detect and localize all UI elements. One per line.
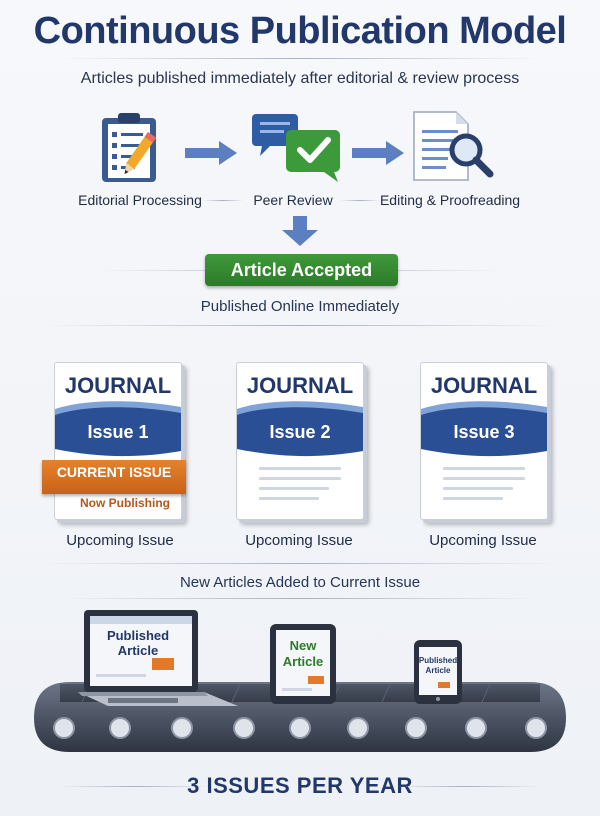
- phone-line-1: Published: [418, 656, 458, 665]
- tablet-line-2: Article: [282, 654, 324, 669]
- new-articles-caption: New Articles Added to Current Issue: [179, 574, 421, 591]
- section-divider: [40, 563, 560, 564]
- clipboard-pencil-icon: [102, 113, 157, 182]
- journal-title: JOURNAL: [430, 373, 538, 398]
- current-issue-banner: CURRENT ISSUE: [42, 460, 186, 494]
- page-subtitle: Articles published immediately after edi…: [80, 70, 520, 87]
- issue-label: Issue 3: [453, 422, 515, 442]
- now-publishing-label: Now Publishing: [80, 496, 170, 510]
- journal-title: JOURNAL: [64, 373, 172, 398]
- step-editing-proofreading: Editing & Proofreading: [379, 192, 521, 208]
- step-connector: [340, 200, 380, 201]
- step-peer-review: Peer Review: [253, 192, 333, 208]
- laptop-icon: [78, 610, 238, 706]
- tablet-screen-text: New Article: [276, 638, 330, 670]
- issue-2-caption: Upcoming Issue: [245, 532, 353, 549]
- laptop-line-1: Published: [106, 628, 170, 643]
- step-editorial-processing: Editorial Processing: [78, 192, 202, 208]
- journal-cover-wave: [237, 401, 363, 457]
- phone-line-2: Article: [425, 666, 451, 675]
- laptop-screen-text: Published Article: [96, 628, 180, 658]
- section-divider: [60, 598, 540, 599]
- journal-issue-3: JOURNAL Issue 3: [420, 362, 548, 520]
- arrow-right-icon: [352, 141, 404, 165]
- title-divider: [60, 58, 540, 59]
- tablet-icon: [270, 624, 336, 704]
- issue-3-caption: Upcoming Issue: [429, 532, 537, 549]
- issue-1-caption: Upcoming Issue: [66, 532, 174, 549]
- journal-issue-2: JOURNAL Issue 2: [236, 362, 364, 520]
- journal-title: JOURNAL: [246, 373, 354, 398]
- journal-cover-wave: [55, 401, 181, 457]
- current-issue-text: CURRENT ISSUE: [56, 464, 172, 480]
- footer-rule-left: [60, 786, 210, 787]
- chat-check-icon: [252, 114, 340, 182]
- phone-screen-text: Published Article: [418, 656, 458, 676]
- article-accepted-badge: Article Accepted: [205, 254, 398, 286]
- footer-rule-right: [390, 786, 540, 787]
- laptop-line-2: Article: [117, 643, 159, 658]
- issue-label: Issue 1: [87, 422, 149, 442]
- arrow-right-icon: [185, 141, 237, 165]
- footer-label: 3 ISSUES PER YEAR: [187, 773, 413, 798]
- issue-label: Issue 2: [269, 422, 331, 442]
- phone-icon: [414, 640, 462, 704]
- tablet-line-1: New: [289, 638, 317, 653]
- arrow-down-icon: [282, 216, 318, 246]
- journal-cover-wave: [421, 401, 547, 457]
- section-divider: [40, 325, 560, 326]
- document-magnifier-icon: [413, 111, 494, 181]
- page-title: Continuous Publication Model: [33, 10, 567, 52]
- published-online-label: Published Online Immediately: [200, 298, 400, 315]
- step-connector: [203, 200, 243, 201]
